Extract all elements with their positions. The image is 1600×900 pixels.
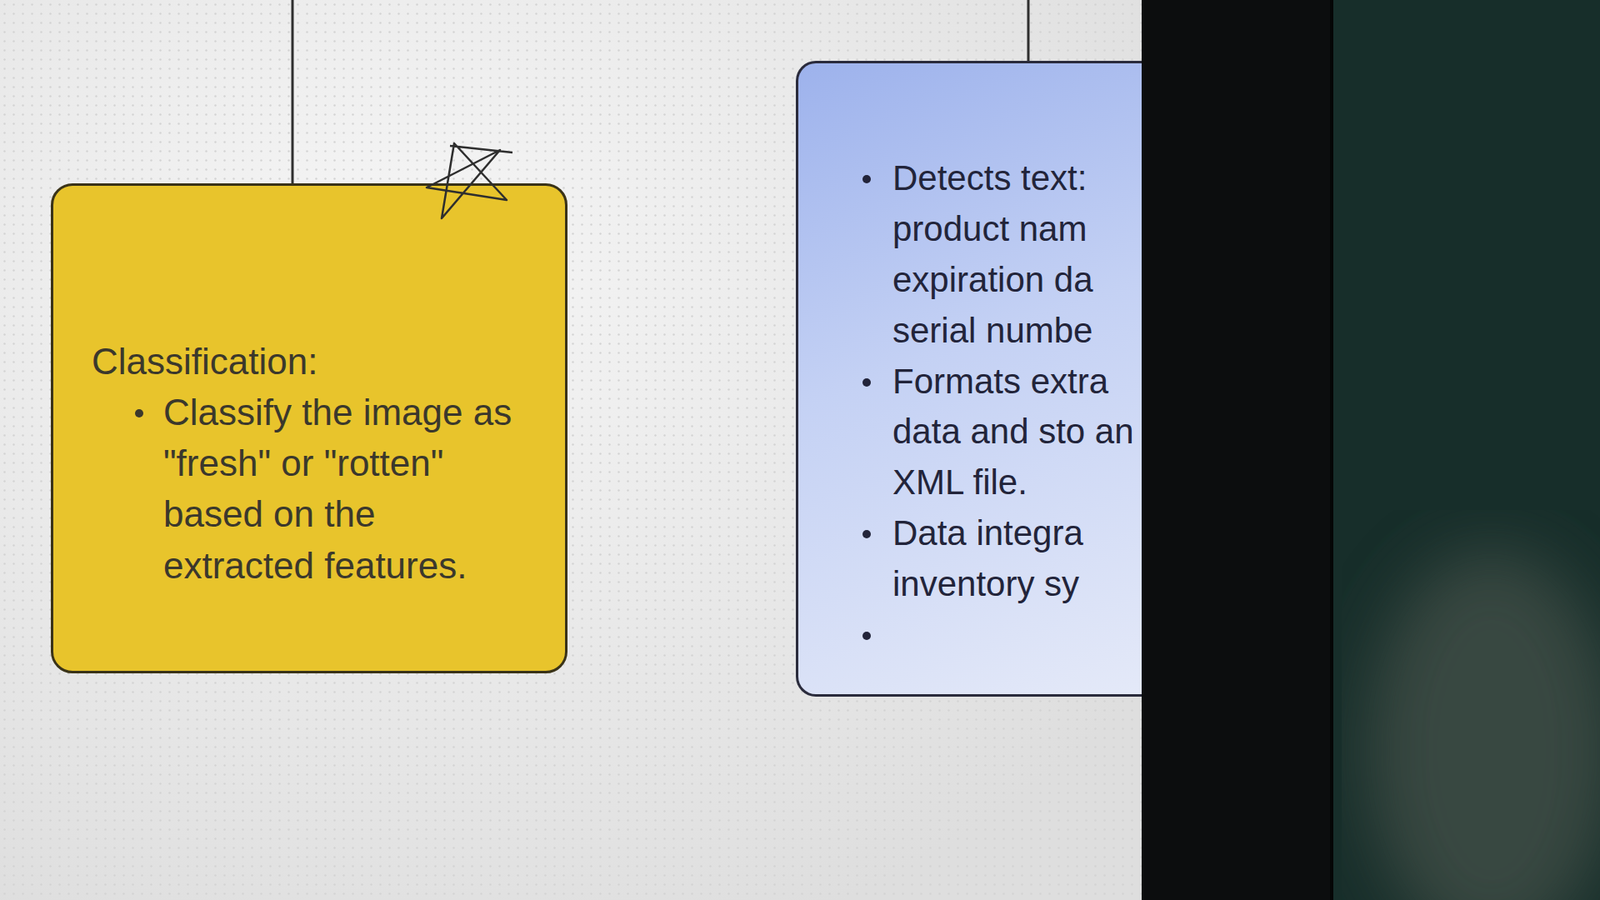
process-box: Classification:Classify the image as "fr… — [50, 183, 568, 674]
empty-bullet — [892, 610, 1135, 661]
bullet-text: Classify the image as "fresh" or "rotten… — [163, 386, 532, 591]
bullet-text: Detects text: product nam expiration da … — [892, 153, 1135, 357]
info-box: Detects text: product nam expiration da … — [795, 60, 1142, 697]
dot-grid — [0, 0, 1142, 900]
reflection — [1366, 550, 1600, 900]
connector-stub — [291, 0, 295, 185]
canvas-ground — [0, 0, 1142, 900]
monitor-bezel — [1141, 0, 1334, 900]
bullet-text: Data integra inventory sy — [892, 508, 1135, 610]
star-scribble — [426, 143, 513, 219]
connector-stub — [1027, 0, 1030, 63]
bullet-text: Formats extra data and sto an XML file. — [892, 356, 1135, 510]
bezel-edge — [1330, 0, 1334, 900]
bullet-dot — [862, 631, 871, 640]
box-heading: Classification: — [91, 335, 532, 387]
